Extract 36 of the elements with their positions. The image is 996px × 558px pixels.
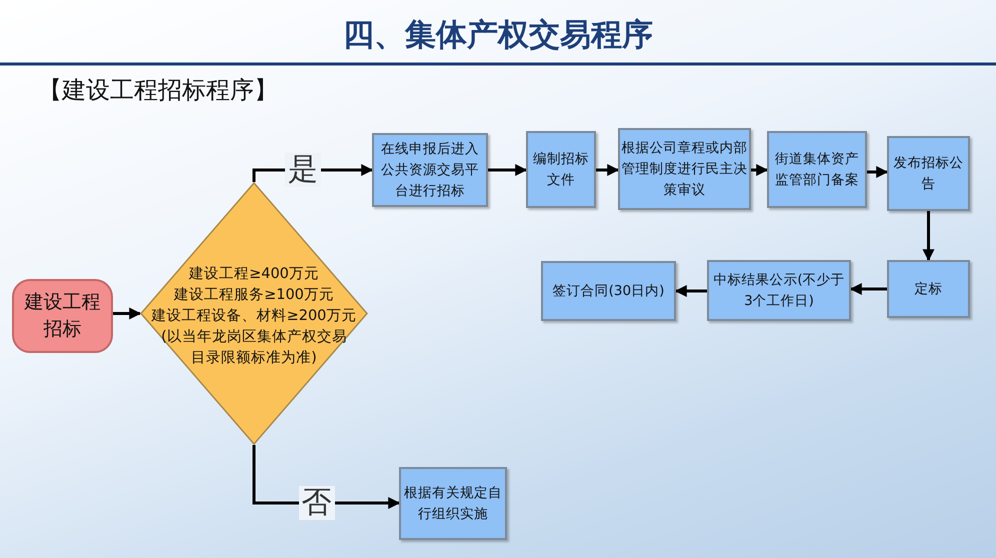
node-text: 中标结果公示(不少于3个工作日): [712, 270, 846, 310]
arrow: [850, 283, 887, 295]
start-terminal: [12, 279, 113, 353]
arrow: [674, 285, 707, 297]
process-box: [887, 136, 970, 211]
arrow: [751, 164, 768, 176]
process-box: [767, 131, 867, 208]
process-box: [372, 133, 488, 207]
process-box: [526, 131, 596, 208]
arrow: [867, 166, 888, 178]
node-text: 街道集体资产监管部门备案: [774, 150, 860, 190]
process-box: [618, 128, 751, 210]
edge-label: 否: [298, 486, 334, 520]
arrow: [922, 211, 934, 262]
arrow: [488, 164, 528, 176]
node-text: 根据公司章程或内部管理制度进行民主决策审议: [620, 138, 748, 200]
condition-text: 建设工程服务≥100万元: [174, 286, 334, 305]
process-box: [707, 260, 851, 321]
title: 四、集体产权交易程序: [342, 16, 654, 55]
section-heading: 【建设工程招标程序】: [38, 75, 278, 106]
node-text: 编制招标文件: [532, 150, 590, 190]
edge-label: 是: [285, 153, 321, 187]
arrow: [113, 308, 142, 320]
node-text: 建设工程招标: [23, 290, 102, 342]
node-text: 定标: [914, 280, 944, 298]
condition-text: 建设工程≥400万元: [189, 265, 319, 284]
process-box: [399, 467, 507, 540]
process-box: [541, 261, 676, 321]
arrow: [596, 164, 620, 176]
node-text: 在线申报后进入公共资源交易平台进行招标: [380, 140, 480, 200]
condition-text: (以当年龙岗区集体产权交易目录限额标准为准): [160, 328, 348, 368]
node-text: 根据有关规定自行组织实施: [403, 484, 503, 524]
node-text: 发布招标公告: [892, 154, 964, 194]
condition-text: 建设工程设备、材料≥200万元: [152, 307, 356, 326]
node-text: 签订合同(30日内): [552, 282, 666, 300]
process-box: [887, 260, 970, 318]
